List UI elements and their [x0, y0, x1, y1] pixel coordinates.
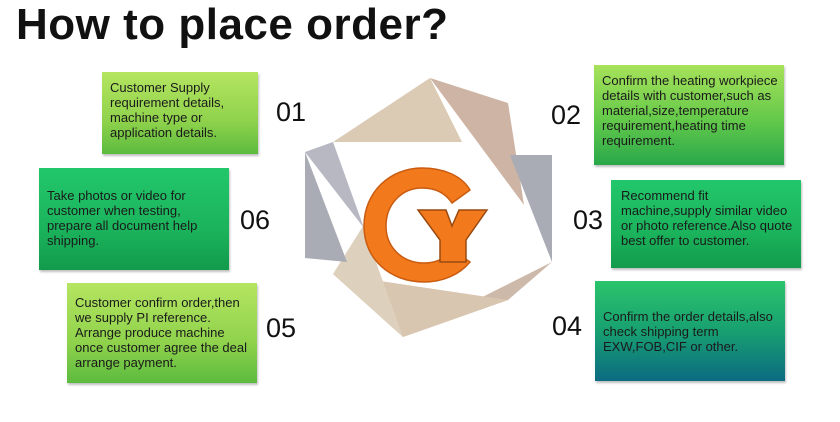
page-title: How to place order? — [16, 0, 449, 49]
step-05-number: 05 — [266, 313, 297, 343]
logo-petal-left — [305, 152, 347, 262]
step-04-text: Confirm the order details,also check shi… — [603, 309, 773, 354]
step-03-box: Recommend fit machine,supply similar vid… — [611, 180, 801, 268]
logo-letter-c — [363, 167, 472, 283]
logo-letter-y — [416, 209, 489, 263]
step-06-number: 06 — [240, 205, 271, 235]
step-01-text: Customer Supply requirement details, mac… — [110, 80, 225, 140]
step-06-text: Take photos or video for customer when t… — [47, 188, 198, 248]
step-05-box: Customer confirm order,then we supply PI… — [67, 283, 257, 383]
step-05-text: Customer confirm order,then we supply PI… — [75, 295, 247, 370]
step-02-text: Confirm the heating workpiece details wi… — [602, 73, 778, 148]
step-06-box: Take photos or video for customer when t… — [39, 168, 229, 270]
step-04-box: Confirm the order details,also check shi… — [595, 281, 785, 381]
logo-petal-top-left — [305, 142, 364, 228]
step-03-text: Recommend fit machine,supply similar vid… — [621, 188, 793, 248]
logo-petal-right — [510, 155, 552, 262]
step-04-number: 04 — [552, 311, 583, 341]
step-03-number: 03 — [573, 205, 604, 235]
logo-petal-top — [333, 78, 462, 142]
logo-petal-bottom-left — [333, 226, 403, 337]
step-02-box: Confirm the heating workpiece details wi… — [594, 65, 784, 165]
step-02-number: 02 — [551, 100, 582, 130]
step-01-number: 01 — [276, 97, 307, 127]
step-01-box: Customer Supply requirement details, mac… — [102, 72, 258, 154]
logo-petal-top-right — [430, 78, 524, 205]
